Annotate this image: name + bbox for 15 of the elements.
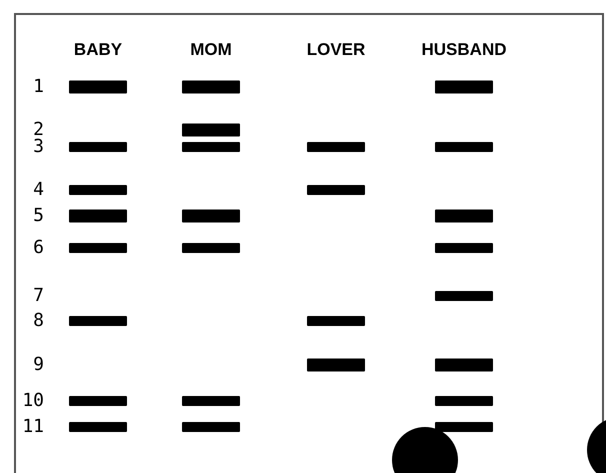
band-number: 1 bbox=[33, 78, 44, 96]
band-number: 6 bbox=[33, 239, 44, 257]
lane-label: LOVER bbox=[306, 40, 366, 60]
band-number: 2 bbox=[33, 121, 44, 139]
band-number: 11 bbox=[22, 418, 44, 436]
band-number: 4 bbox=[33, 181, 44, 199]
band-number: 10 bbox=[22, 392, 44, 410]
band-number: 3 bbox=[33, 138, 44, 156]
lane-label: HUSBAND bbox=[422, 40, 506, 60]
lane-label: MOM bbox=[190, 40, 232, 60]
band-number: 9 bbox=[33, 356, 44, 374]
lane-label: BABY bbox=[74, 40, 122, 60]
band-number: 8 bbox=[33, 312, 44, 330]
band-number: 7 bbox=[33, 287, 44, 305]
band-number: 5 bbox=[33, 207, 44, 225]
